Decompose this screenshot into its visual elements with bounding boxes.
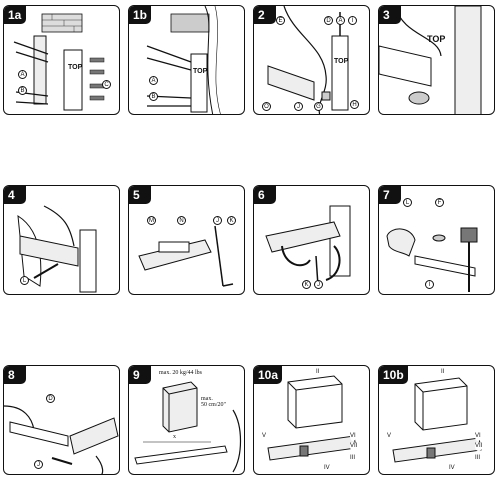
- panel-step-10b: 10b II III IV V VI VII: [378, 365, 495, 475]
- part-label-a: A: [18, 70, 27, 79]
- part-label-j: J: [314, 280, 323, 289]
- part-label-vii: VII: [350, 442, 358, 451]
- step-number: 1a: [4, 6, 26, 24]
- part-label-j: J: [34, 460, 43, 469]
- part-label-iii: III: [475, 454, 481, 463]
- speaker-attach-illustration-b: [392, 377, 482, 463]
- dimension-x-label: x: [173, 434, 176, 440]
- top-marking: TOP: [334, 58, 349, 65]
- step-number: 4: [4, 186, 26, 204]
- part-label-h: H: [350, 100, 359, 109]
- part-label-b: B: [149, 92, 158, 101]
- step-number: 9: [129, 366, 151, 384]
- speaker-mount-cable-illustration: [17, 205, 97, 293]
- part-label-v: V: [262, 432, 267, 441]
- step-number: 1b: [129, 6, 152, 24]
- part-label-a: A: [336, 16, 345, 25]
- panel-step-3: 3 TOP: [378, 5, 495, 115]
- part-label-o: O: [262, 102, 271, 111]
- panel-step-9: 9 max. 20 kg/44 lbs max. 50 cm/20" x: [128, 365, 245, 475]
- part-label-d: D: [324, 16, 333, 25]
- clamp-and-allen-key-illustration: [138, 225, 234, 287]
- part-label-iv: IV: [324, 464, 330, 473]
- part-label-d: D: [46, 394, 55, 403]
- part-label-j: J: [294, 102, 303, 111]
- part-label-l: L: [403, 198, 412, 207]
- wood-wall-screws-illustration: [146, 6, 221, 114]
- part-label-g: G: [314, 102, 323, 111]
- part-label-iii: III: [350, 454, 356, 463]
- max-weight-text: max. 20 kg/44 lbs: [159, 370, 202, 376]
- part-label-k: K: [302, 280, 311, 289]
- bracket-closeup-illustration: [379, 6, 482, 114]
- speaker-attach-illustration-a: [267, 375, 357, 461]
- part-label-n: N: [177, 216, 186, 225]
- step-number: 10a: [254, 366, 283, 384]
- part-label-a: A: [149, 76, 158, 85]
- panel-step-1b: 1b TOP A B: [128, 5, 245, 115]
- max-depth-text: max. 50 cm/20": [201, 396, 226, 408]
- speaker-weight-limit-illustration: [134, 381, 242, 473]
- top-marking: TOP: [427, 34, 446, 44]
- part-label-m: M: [147, 216, 156, 225]
- panel-step-4: 4 L: [3, 185, 120, 295]
- wall-brick-drilling-illustration: [13, 13, 105, 111]
- part-label-i: I: [425, 280, 434, 289]
- panel-step-5: 5 M N J K: [128, 185, 245, 295]
- part-label-j: J: [213, 216, 222, 225]
- part-label-i: I: [348, 16, 357, 25]
- part-label-c: C: [102, 80, 111, 89]
- step-number: 3: [379, 6, 401, 24]
- bracket-assembly-illustration: [267, 6, 349, 114]
- panel-step-6: 6 K J: [253, 185, 370, 295]
- panel-step-1a: 1a TOP A B C: [3, 5, 120, 115]
- part-label-ii: II: [441, 368, 445, 377]
- part-label-k: K: [227, 216, 236, 225]
- part-label-v: V: [387, 432, 392, 441]
- part-label-vii: VII: [475, 442, 483, 451]
- part-label-e: E: [276, 16, 285, 25]
- panel-step-7: 7 L F I: [378, 185, 495, 295]
- part-label-b: B: [18, 86, 27, 95]
- top-marking: TOP: [193, 68, 208, 75]
- step-number: 5: [129, 186, 151, 204]
- panel-step-10a: 10a II III IV V VI VII: [253, 365, 370, 475]
- panel-step-8: 8 D J: [3, 365, 120, 475]
- panel-step-2: 2 TOP E D A I J G H O: [253, 5, 370, 115]
- step-number: 8: [4, 366, 26, 384]
- part-label-vi: VI: [350, 432, 356, 441]
- step-number: 7: [379, 186, 401, 204]
- step-number: 6: [254, 186, 276, 204]
- part-label-ii: II: [316, 368, 320, 377]
- step-number: 10b: [379, 366, 408, 384]
- step-number: 2: [254, 6, 276, 24]
- top-marking: TOP: [68, 64, 83, 71]
- rotation-adjustment-illustration: [265, 205, 351, 287]
- part-label-vi: VI: [475, 432, 481, 441]
- part-label-iv: IV: [449, 464, 455, 473]
- arm-insertion-illustration: [4, 405, 119, 474]
- part-label-f: F: [435, 198, 444, 207]
- hammer-tap-illustration: [386, 227, 478, 292]
- part-label-l: L: [20, 276, 29, 285]
